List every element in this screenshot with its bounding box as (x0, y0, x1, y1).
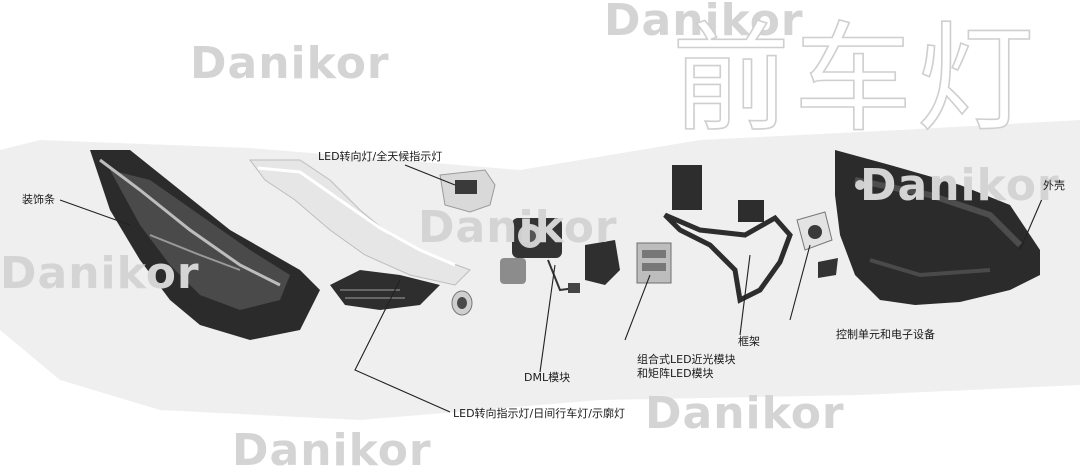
leader-led-matrix (624, 274, 651, 341)
leader-control-unit (789, 244, 811, 321)
label-led-matrix: 组合式LED近光模块 和矩阵LED模块 (637, 353, 736, 380)
watermark-logo: Danikor (190, 38, 390, 89)
watermark-logo: Danikor (232, 425, 432, 476)
watermark-logo: Danikor (418, 202, 618, 253)
watermark-logo: Danikor (860, 160, 1060, 211)
label-dml-module: DML模块 (524, 371, 571, 384)
watermark-logo: Danikor (0, 248, 200, 299)
leader-housing (1019, 191, 1046, 251)
control-unit-part (796, 211, 838, 278)
frame-part (663, 165, 793, 304)
label-trim-strip: 装饰条 (22, 193, 55, 206)
dml-module-part (500, 218, 580, 293)
led-matrix-module-part (585, 240, 672, 285)
trim-strip-part (90, 150, 320, 340)
watermark-logo: Danikor (645, 388, 845, 439)
watermark-logo: Danikor (604, 0, 804, 46)
housing-part (835, 150, 1040, 305)
leader-drl (354, 279, 451, 413)
background-band (0, 120, 1080, 420)
leader-dml (539, 264, 556, 373)
label-housing: 外壳 (1043, 179, 1065, 192)
drl-light-guide-part (249, 159, 471, 310)
page-title: 前车灯 (671, 10, 1039, 148)
small-reflector-part (451, 290, 473, 316)
label-drl: LED转向指示灯/日间行车灯/示廓灯 (453, 407, 625, 420)
leader-frame (739, 254, 751, 336)
label-control-unit: 控制单元和电子设备 (836, 328, 935, 341)
leader-trim-strip (59, 199, 131, 226)
label-turn-signal: LED转向灯/全天候指示灯 (318, 150, 443, 163)
label-frame: 框架 (738, 335, 760, 348)
turn-signal-module-part (439, 169, 496, 213)
leader-lines (59, 164, 1046, 413)
leader-turn-signal (404, 164, 456, 186)
